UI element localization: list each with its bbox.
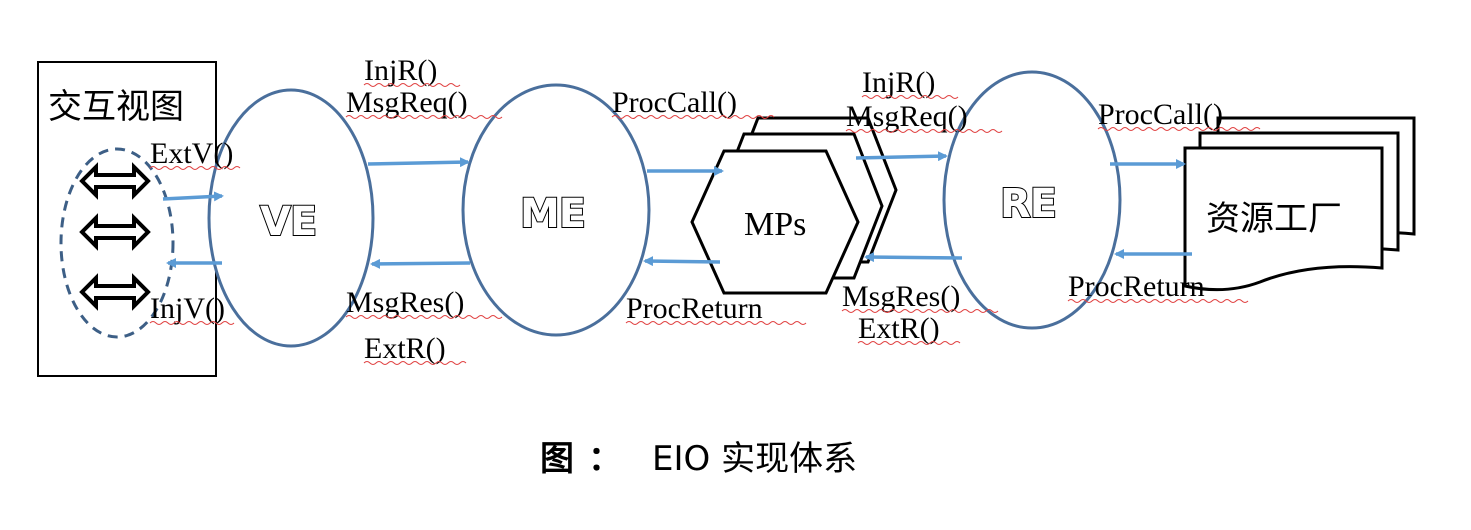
- interactive-view-label: 交互视图: [48, 87, 184, 127]
- proc-return-label-2: ProcReturn: [1068, 270, 1205, 303]
- me-label: ME: [520, 191, 585, 237]
- arrow-mps-to-re: [855, 151, 948, 162]
- caption-prefix: 图: [540, 439, 574, 479]
- mps-hexagon: [690, 149, 860, 295]
- figure-caption: 图 ： EIO 实现体系: [540, 439, 857, 479]
- inj-v-underline: [149, 321, 235, 325]
- msg-res-label-1: MsgRes(): [346, 286, 464, 319]
- interactive-view-box: [37, 61, 217, 377]
- msg-res-label-2: MsgRes(): [842, 280, 960, 313]
- mps-label: MPs: [744, 206, 806, 243]
- proc-return-underline-1: [625, 321, 807, 325]
- double-arrow-icon: [79, 273, 151, 311]
- arrow-ve-to-me: [367, 157, 470, 168]
- ext-r-label-2: ExtR(): [858, 312, 940, 345]
- ext-r-underline-1: [363, 361, 467, 365]
- inj-v-label: InjV(): [150, 292, 225, 325]
- proc-call-underline-2: [1097, 127, 1261, 131]
- msg-req-label-2: MsgReq(): [846, 100, 968, 133]
- inj-r-label-2: InjR(): [862, 66, 935, 99]
- arrow-mps-to-me: [643, 256, 721, 267]
- re-node: [942, 70, 1122, 330]
- proc-return-underline-2: [1067, 299, 1249, 303]
- arrow-re-to-mps: [864, 252, 963, 263]
- msg-res-underline-1: [345, 315, 503, 319]
- proc-call-label-2: ProcCall(): [1098, 98, 1223, 131]
- msg-req-underline-2: [845, 129, 1003, 133]
- inj-r-underline-2: [861, 95, 959, 99]
- caption-separator: ：: [588, 439, 622, 479]
- ve-label: VE: [260, 199, 316, 245]
- double-arrow-icon: [79, 162, 151, 200]
- factory-label: 资源工厂: [1206, 199, 1342, 239]
- re-label: RE: [1000, 181, 1056, 227]
- arrow-me-to-ve: [370, 258, 471, 269]
- factory-document: [1183, 146, 1384, 292]
- ext-r-label-1: ExtR(): [364, 332, 446, 365]
- msg-req-underline-1: [345, 115, 503, 119]
- proc-call-underline-1: [611, 115, 775, 119]
- proc-return-label-1: ProcReturn: [626, 292, 763, 325]
- double-arrow-icon: [79, 213, 151, 251]
- msg-req-label-1: MsgReq(): [346, 86, 468, 119]
- interaction-group-dashed-ellipse: [59, 147, 175, 339]
- msg-res-underline-2: [841, 309, 999, 313]
- inj-r-underline-1: [363, 83, 461, 87]
- proc-call-label-1: ProcCall(): [612, 86, 737, 119]
- ext-r-underline-2: [857, 341, 961, 345]
- caption-text: EIO 实现体系: [652, 439, 857, 479]
- ext-v-underline: [149, 166, 241, 170]
- inj-r-label-1: InjR(): [364, 54, 437, 87]
- arrow-view-to-ve: [162, 191, 224, 202]
- ext-v-label: ExtV(): [150, 137, 233, 170]
- ve-node: [207, 88, 375, 348]
- me-node: [461, 83, 651, 337]
